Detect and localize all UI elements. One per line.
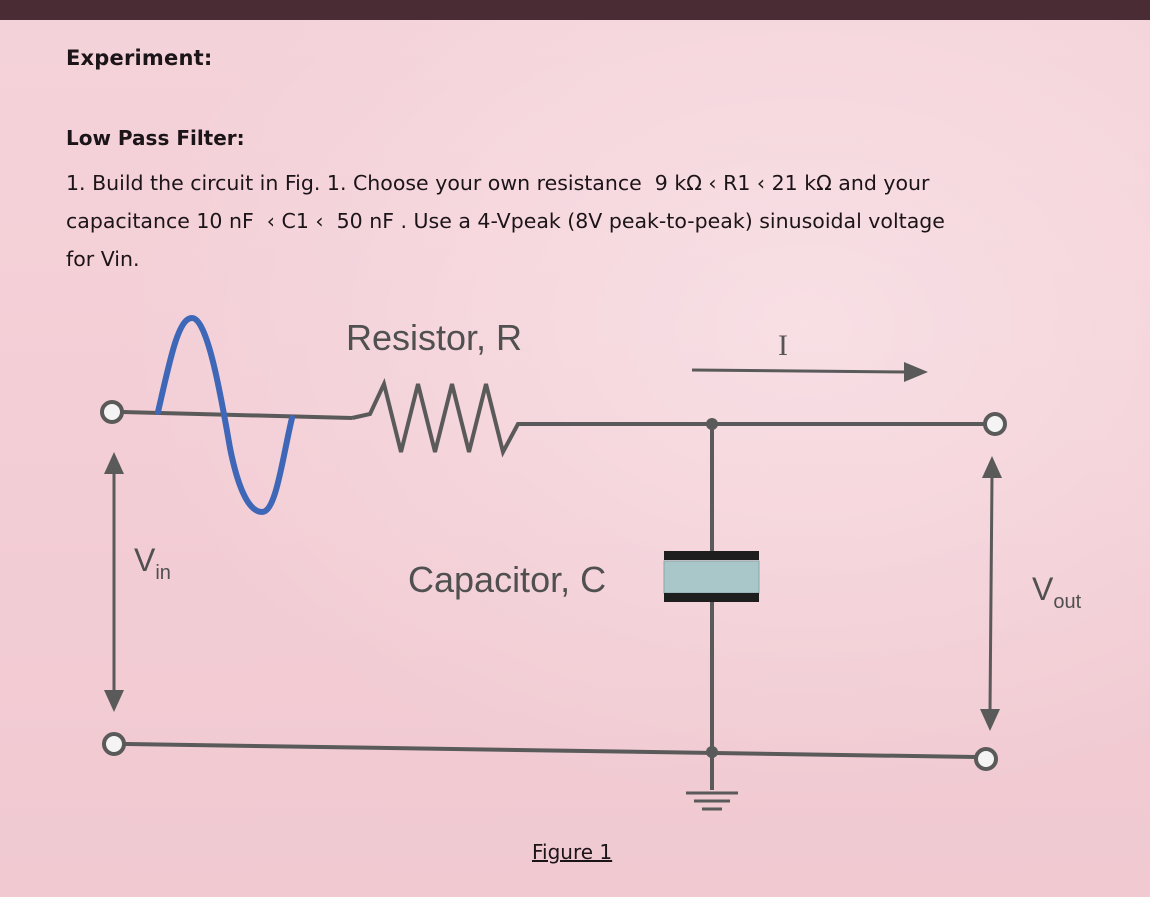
instruction-line-3: for Vin. <box>66 247 140 271</box>
resistor-symbol <box>351 378 985 458</box>
bottom-wire <box>123 742 977 759</box>
capacitor-label: Capacitor, C <box>408 559 606 600</box>
vin-label: Vin <box>134 542 171 584</box>
instruction-line-1: 1. Build the circuit in Fig. 1. Choose y… <box>66 171 930 195</box>
vout-label-main: V <box>1032 571 1054 607</box>
instruction-line-2: capacitance 10 nF ‹ C1 ‹ 50 nF . Use a 4… <box>66 209 945 233</box>
section-title: Low Pass Filter: <box>66 126 245 150</box>
vin-label-main: V <box>134 542 156 578</box>
ac-source-sine-icon <box>155 314 295 516</box>
vout-arrow <box>980 456 1002 731</box>
current-arrow <box>691 362 928 382</box>
vin-arrow <box>104 452 124 712</box>
instructions-paragraph: 1. Build the circuit in Fig. 1. Choose y… <box>66 164 1144 278</box>
resistor-label: Resistor, R <box>346 317 522 358</box>
vin-label-subscript: in <box>155 562 171 584</box>
capacitor-symbol <box>663 551 760 602</box>
current-label: I <box>778 329 788 362</box>
vout-terminal-bottom <box>974 747 998 771</box>
vout-label-subscript: out <box>1053 591 1081 613</box>
junction-dot-bottom <box>706 746 718 758</box>
ground-symbol <box>686 791 738 811</box>
vout-label: Vout <box>1032 571 1082 613</box>
vin-terminal-bottom <box>102 732 126 756</box>
top-frame-bar <box>0 0 1150 20</box>
figure-caption: Figure 1 <box>532 840 613 864</box>
vin-terminal-top <box>100 400 124 424</box>
top-wire-left <box>122 410 353 420</box>
junction-dot-top <box>706 418 718 430</box>
experiment-heading: Experiment: <box>66 46 213 70</box>
vout-terminal-top <box>983 412 1007 436</box>
